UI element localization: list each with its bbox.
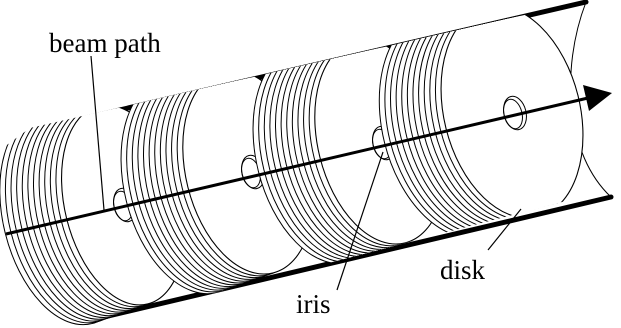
label-disk: disk <box>440 255 486 285</box>
label-iris: iris <box>296 289 331 319</box>
label-beam-path: beam path <box>49 28 161 58</box>
beam-arrowhead <box>583 85 612 111</box>
